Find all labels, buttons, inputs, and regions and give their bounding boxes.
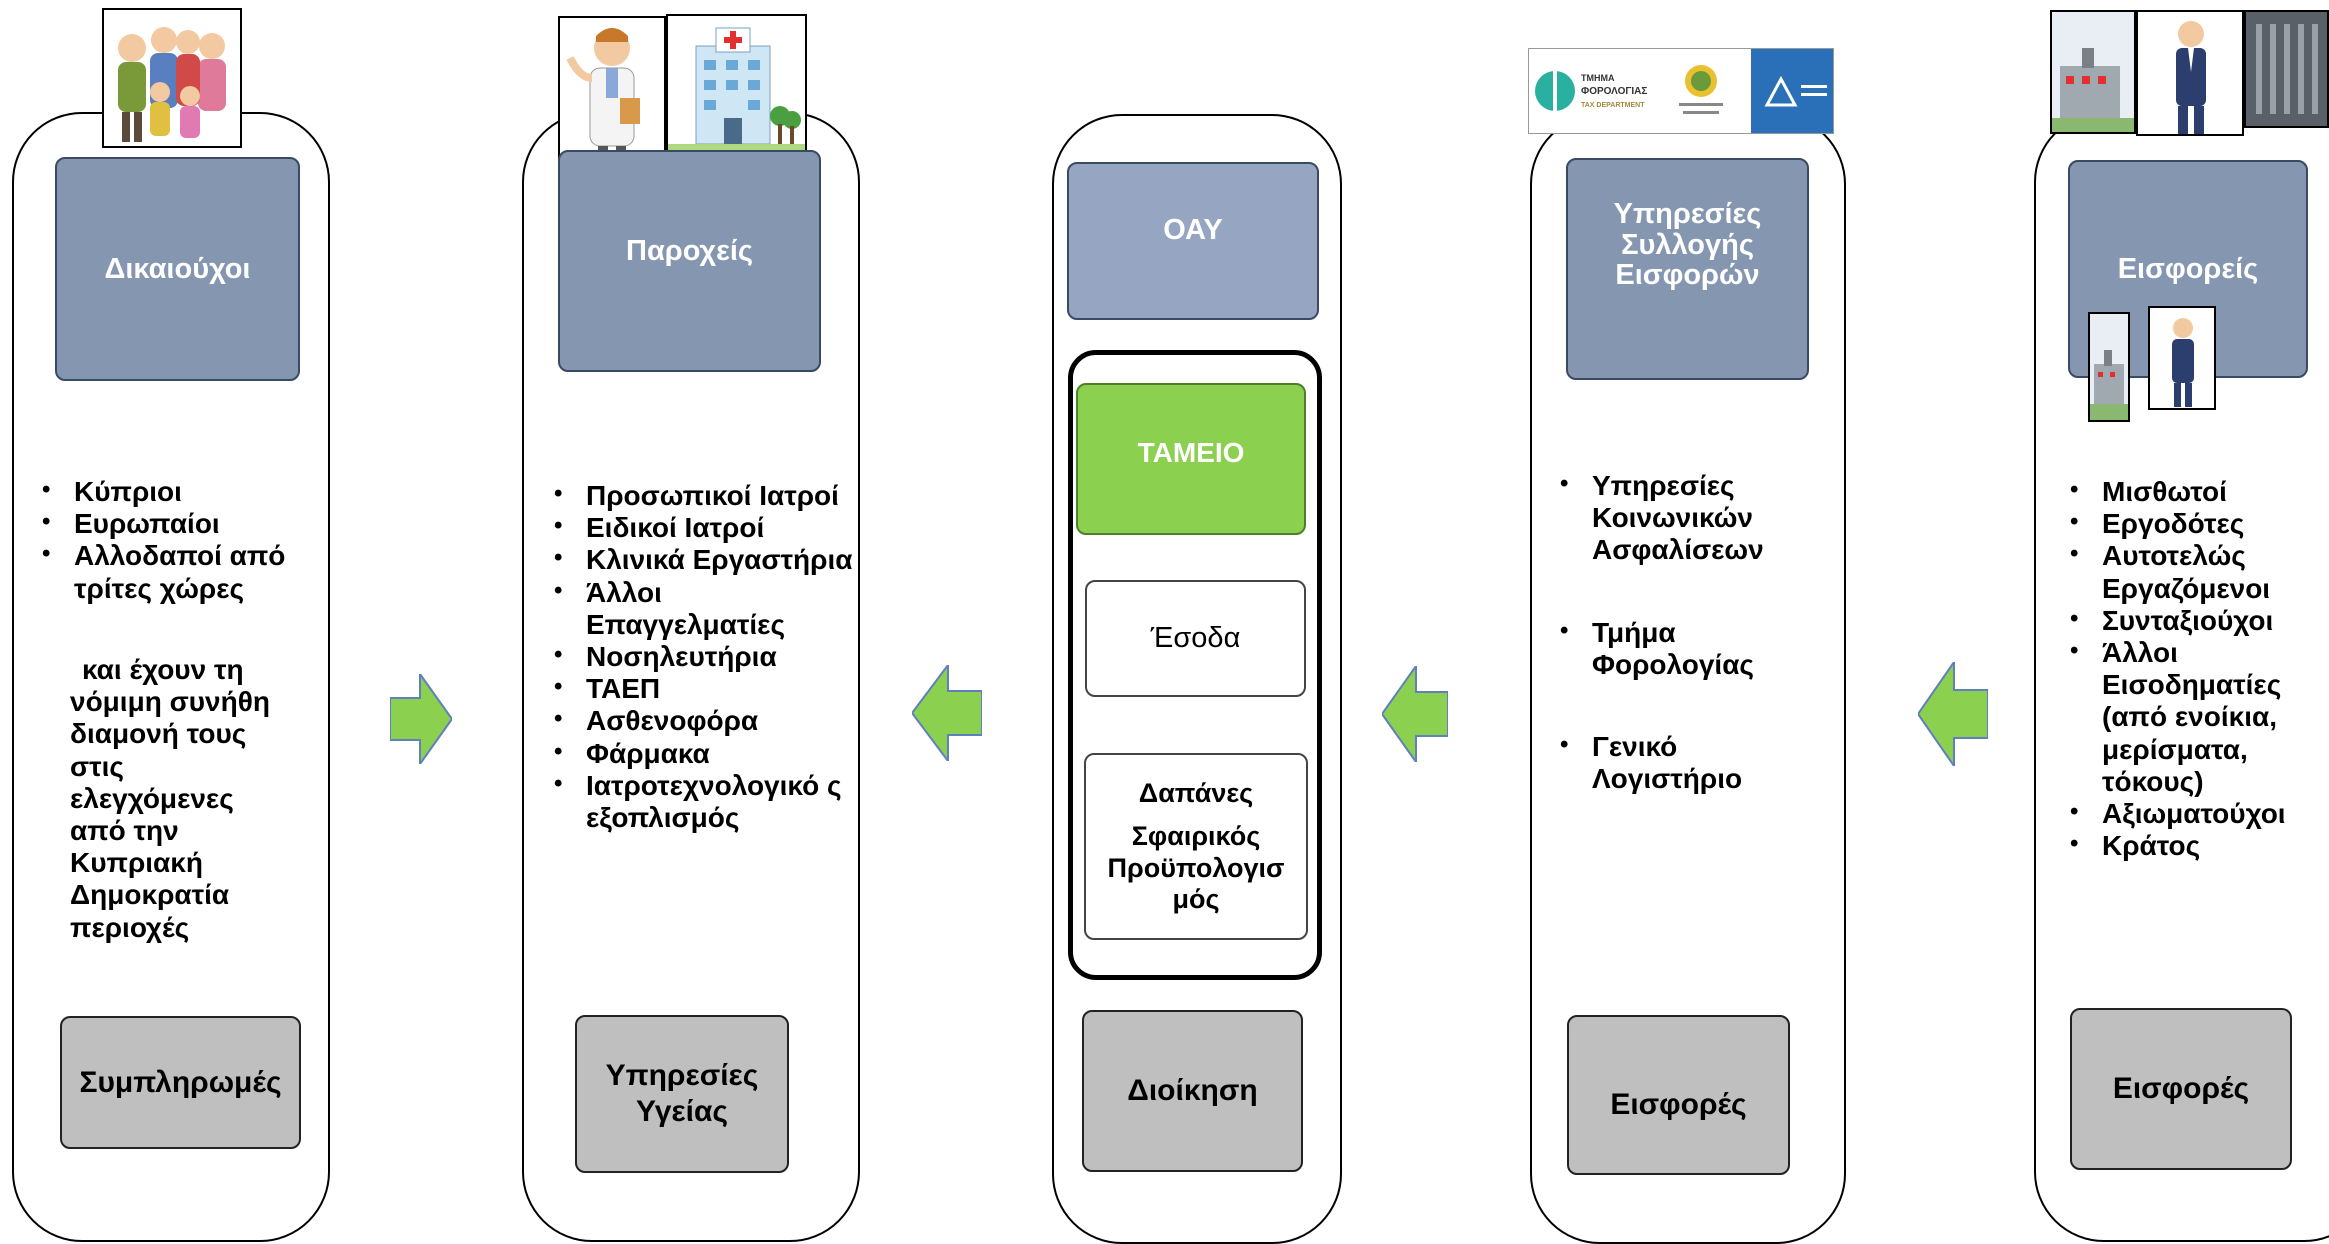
factory-icon bbox=[2052, 12, 2134, 132]
businessman-thumbnail bbox=[2148, 306, 2216, 410]
logos-strip: ΤΜΗΜΑ ΦΟΡΟΛΟΓΙΑΣ TAX DEPARTMENT bbox=[1528, 48, 1834, 134]
businessman-picture bbox=[2136, 10, 2244, 136]
providers-list: Προσωπικοί Ιατροί Ειδικοί Ιατροί Κλινικά… bbox=[554, 480, 854, 834]
list-item: Κύπριοι bbox=[42, 476, 312, 508]
factory-thumbnail bbox=[2088, 312, 2130, 422]
income-label: Έσοδα bbox=[1150, 621, 1241, 654]
list-item: Ασθενοφόρα bbox=[554, 705, 854, 737]
contributors-footer: Εισφορές bbox=[2070, 1008, 2292, 1170]
factory-icon bbox=[2090, 314, 2128, 420]
hospital-icon bbox=[668, 27, 805, 156]
beneficiaries-note: και έχουν τη νόμιμη συνήθη διαμονή τους … bbox=[70, 654, 270, 943]
beneficiaries-header: Δικαιούχοι bbox=[55, 157, 300, 381]
list-item: Κράτος bbox=[2070, 830, 2329, 862]
expenses-label: Δαπάνες bbox=[1138, 778, 1254, 809]
list-item: Ευρωπαίοι bbox=[42, 508, 312, 540]
doctor-picture bbox=[558, 16, 666, 162]
list-item: Νοσηλευτήρια bbox=[554, 641, 854, 673]
list-item: Συνταξιούχοι bbox=[2070, 605, 2329, 637]
providers-footer: Υπηρεσίες Υγείας bbox=[575, 1015, 789, 1173]
tax-logo-line2: ΦΟΡΟΛΟΓΙΑΣ bbox=[1581, 86, 1647, 97]
collection-footer: Εισφορές bbox=[1567, 1015, 1790, 1175]
building-icon bbox=[2246, 12, 2327, 126]
list-item: Εργοδότες bbox=[2070, 508, 2329, 540]
collection-header: Υπηρεσίες Συλλογής Εισφορών bbox=[1566, 158, 1809, 380]
family-icon bbox=[118, 27, 226, 142]
fund-title: ΤΑΜΕΙΟ bbox=[1076, 383, 1306, 535]
agency-logos-icon: ΤΜΗΜΑ ΦΟΡΟΛΟΓΙΑΣ TAX DEPARTMENT bbox=[1535, 49, 1833, 133]
collection-list: Υπηρεσίες Κοινωνικών Ασφαλίσεων Τμήμα Φο… bbox=[1560, 470, 1830, 795]
arrow-left-icon bbox=[1918, 662, 1988, 766]
expenses-box: Δαπάνες Σφαιρικός Προϋπολογισ μός bbox=[1084, 753, 1308, 940]
list-item: Ειδικοί Ιατροί bbox=[554, 512, 854, 544]
list-item: Φάρμακα bbox=[554, 738, 854, 770]
list-item: Γενικό Λογιστήριο bbox=[1560, 731, 1830, 795]
list-item: Αλλοδαποί από τρίτες χώρες bbox=[42, 540, 312, 604]
list-item: Αξιωματούχοι bbox=[2070, 798, 2329, 830]
tax-logo-line1: ΤΜΗΜΑ bbox=[1581, 73, 1615, 83]
beneficiaries-footer: Συμπληρωμές bbox=[60, 1016, 301, 1149]
oay-header: ΟΑΥ bbox=[1067, 162, 1319, 320]
list-item: Προσωπικοί Ιατροί bbox=[554, 480, 854, 512]
list-item: ΤΑΕΠ bbox=[554, 673, 854, 705]
arrow-left-icon bbox=[1382, 666, 1448, 762]
list-item: Μισθωτοί bbox=[2070, 476, 2329, 508]
list-item: Άλλοι Επαγγελματίες bbox=[554, 577, 854, 641]
doctor-icon bbox=[566, 28, 640, 158]
contributors-list: Μισθωτοί Εργοδότες Αυτοτελώς Εργαζόμενοι… bbox=[2070, 476, 2329, 862]
providers-header: Παροχείς bbox=[558, 150, 821, 372]
budget-label: Σφαιρικός Προϋπολογισ μός bbox=[1107, 821, 1285, 914]
list-item: Ιατροτεχνολογικό ς εξοπλισμός bbox=[554, 770, 854, 834]
hospital-picture bbox=[666, 14, 807, 158]
factory-picture bbox=[2050, 10, 2136, 134]
list-item: Τμήμα Φορολογίας bbox=[1560, 617, 1830, 681]
oay-footer: Διοίκηση bbox=[1082, 1010, 1303, 1172]
businessman-icon bbox=[2176, 21, 2206, 134]
family-picture bbox=[102, 8, 242, 148]
income-box: Έσοδα bbox=[1085, 580, 1306, 697]
list-item: Άλλοι Εισοδηματίες (από ενοίκια, μερίσμα… bbox=[2070, 637, 2329, 798]
tax-logo-line3: TAX DEPARTMENT bbox=[1581, 102, 1645, 109]
list-item: Υπηρεσίες Κοινωνικών Ασφαλίσεων bbox=[1560, 470, 1830, 567]
arrow-left-icon bbox=[912, 665, 982, 761]
businessman-icon bbox=[2172, 318, 2194, 407]
building-picture bbox=[2244, 10, 2329, 128]
list-item: Κλινικά Εργαστήρια bbox=[554, 544, 854, 576]
beneficiaries-list: Κύπριοι Ευρωπαίοι Αλλοδαποί από τρίτες χ… bbox=[42, 476, 312, 605]
arrow-right-icon bbox=[390, 674, 452, 764]
list-item: Αυτοτελώς Εργαζόμενοι bbox=[2070, 540, 2329, 604]
